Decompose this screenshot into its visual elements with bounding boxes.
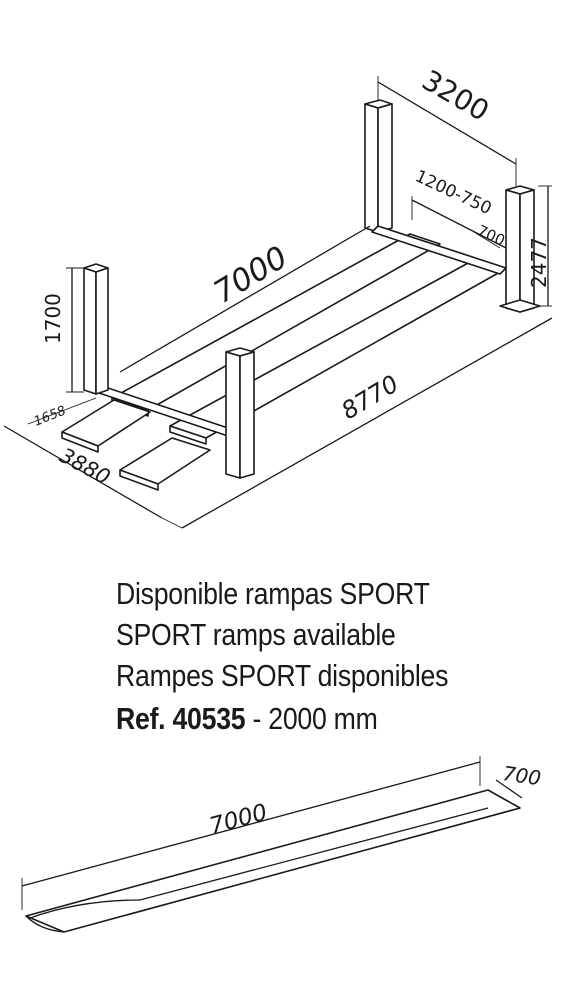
sport-ramp (25, 789, 521, 933)
ramp-width-label: 700 (501, 761, 542, 790)
dim-column-height-label: 1700 (41, 293, 65, 344)
reference-length: - 2000 mm (245, 701, 378, 736)
post-front-left (83, 263, 109, 395)
dim-inner-range-label: 1200-750 (412, 166, 495, 219)
caption-spanish: Disponible rampas SPORT (116, 576, 430, 611)
dim-depth-label: 3880 (56, 443, 114, 489)
post-back-right (499, 185, 541, 313)
caption-french: Rampes SPORT disponibles (116, 658, 449, 693)
reference-number: Ref. 40535 (116, 701, 246, 736)
post-front-right (225, 347, 255, 479)
ramp-dimension-lines (21, 756, 523, 910)
entry-ramp-left (61, 399, 151, 453)
sport-ramp-diagram: 7000 700 (21, 756, 542, 933)
entry-ramp-right (119, 437, 211, 491)
car-lift-diagram: 3200 1200-750 700 2477 7000 8770 1700 16… (3, 63, 553, 529)
post-back-left (364, 99, 393, 233)
dim-overall-length-label: 8770 (337, 370, 404, 425)
dimension-lines (3, 76, 553, 529)
dim-width-label: 3200 (417, 63, 495, 127)
cross-beam-back (371, 225, 507, 275)
dim-height-post-label: 2477 (527, 237, 551, 288)
dim-runway-length-label: 7000 (208, 239, 294, 310)
caption-english: SPORT ramps available (116, 617, 396, 652)
dim-entry-label: 1658 (32, 403, 68, 429)
dim-ramp-width-label: 700 (474, 221, 508, 249)
ramp-length-label: 7000 (207, 800, 270, 840)
reference-line: Ref. 40535 - 2000 mm (116, 699, 494, 739)
